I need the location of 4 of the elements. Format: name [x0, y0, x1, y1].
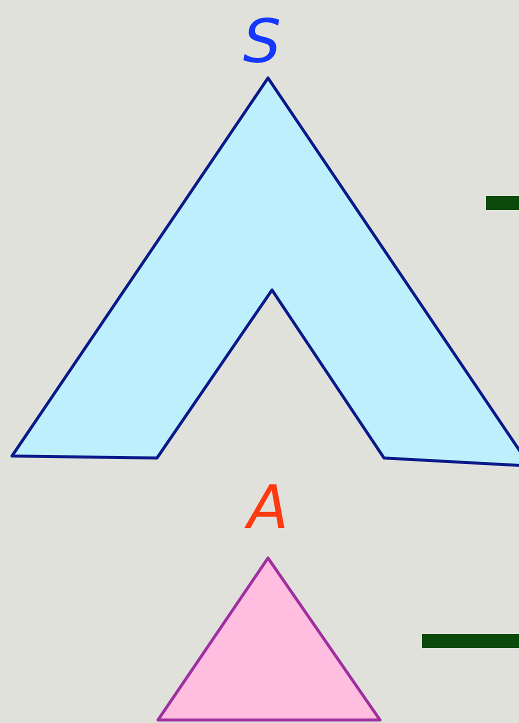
- node-label: A: [247, 478, 289, 538]
- dash-bar: [486, 196, 519, 210]
- dash-bar: [422, 634, 519, 648]
- node-label: S: [242, 12, 282, 72]
